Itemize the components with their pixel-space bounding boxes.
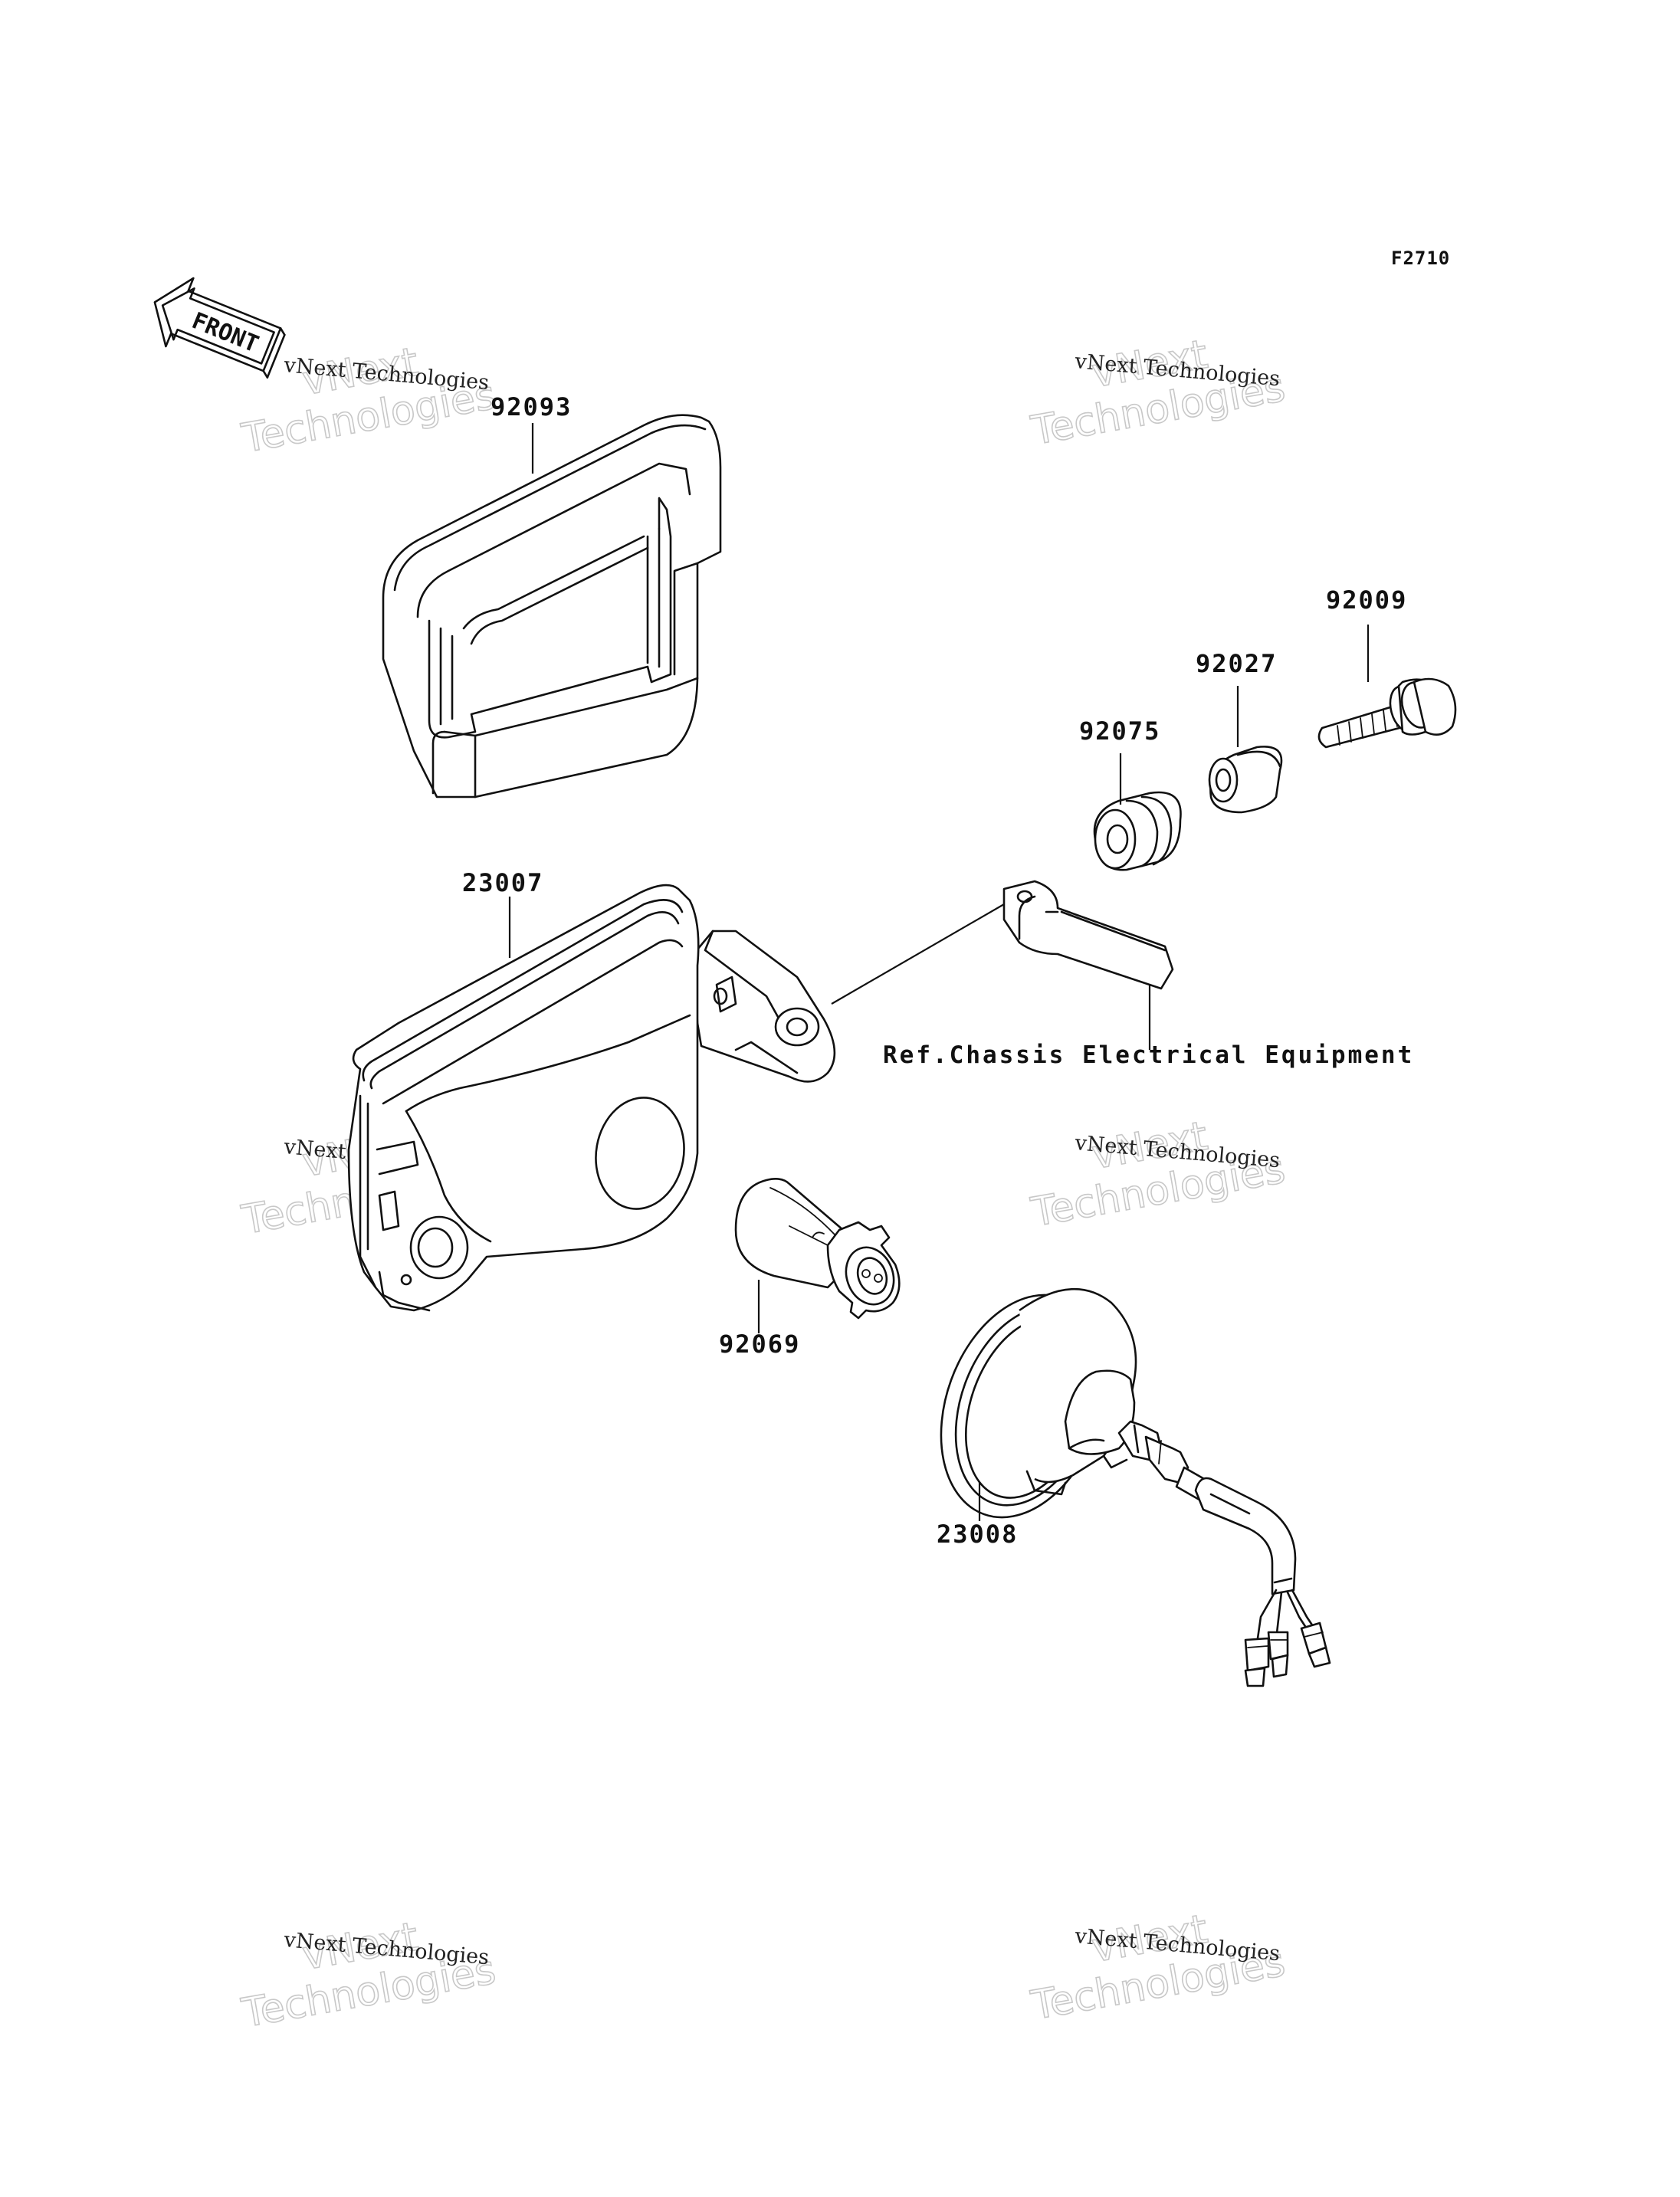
part-label-23008[interactable]: 23008 (937, 1520, 1018, 1549)
part-label-92093[interactable]: 92093 (491, 392, 572, 421)
gasket-drawing (382, 414, 722, 798)
leader-lines (508, 423, 1370, 1521)
part-label-92027[interactable]: 92027 (1196, 649, 1277, 678)
screw-drawing (1317, 677, 1457, 749)
watermark-bottom-left: vNext Technologies vNext Technologies (238, 1913, 500, 2038)
part-label-92075[interactable]: 92075 (1079, 716, 1160, 746)
watermark-top-right: vNext Technologies vNext Technologies (1027, 331, 1289, 455)
bulb-drawing (734, 1178, 901, 1320)
watermark-bottom-right: vNext Technologies vNext Technologies (1027, 1906, 1289, 2030)
part-label-23007[interactable]: 23007 (462, 868, 543, 897)
watermark-mid-right: vNext Technologies vNext Technologies (1027, 1113, 1289, 1237)
part-label-92009[interactable]: 92009 (1326, 585, 1407, 615)
front-arrow-icon: FRONT (153, 277, 286, 379)
grommet-drawing (1093, 791, 1182, 871)
headlight-unit-drawing (940, 1287, 1331, 1687)
bracket-drawing (1002, 880, 1174, 990)
headlight-housing-drawing (347, 884, 836, 1312)
figure-code: F2710 (1391, 248, 1450, 269)
part-label-92069[interactable]: 92069 (719, 1330, 800, 1359)
reference-label[interactable]: Ref.Chassis Electrical Equipment (883, 1041, 1414, 1069)
collar-drawing (1208, 746, 1283, 814)
